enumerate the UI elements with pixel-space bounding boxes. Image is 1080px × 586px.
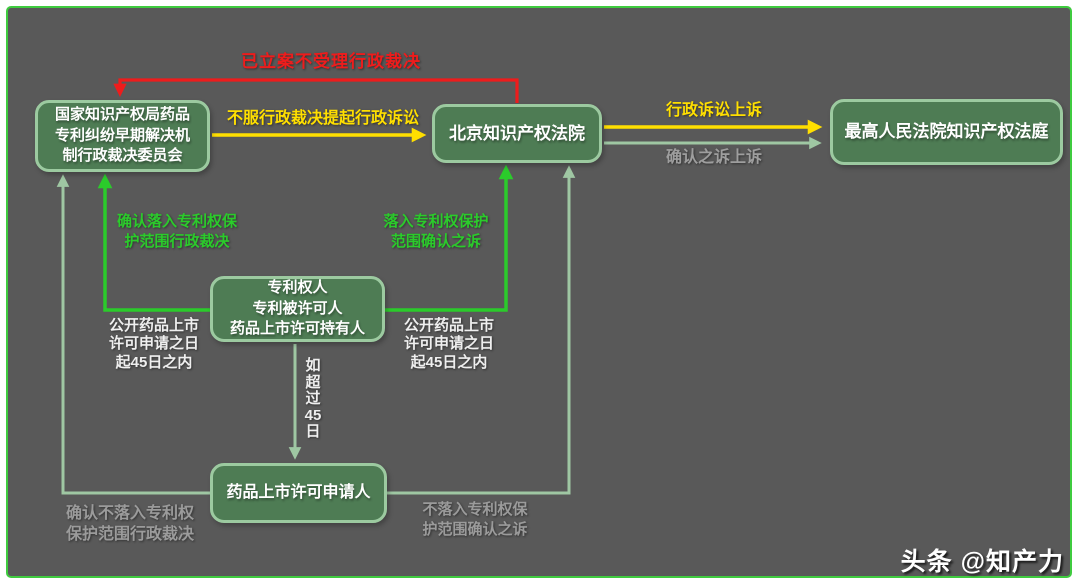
watermark-handle: @知产力 (960, 548, 1064, 576)
edge-case-filed-rejection (113, 78, 519, 103)
edge-confirm-not-in-scope-adjudication (56, 174, 210, 495)
label-not-in-scope-confirmation-suit: 不落入专利权保 护范围确认之诉 (422, 501, 528, 538)
node-beijing-ip-court: 北京知识产权法院 (432, 104, 602, 163)
watermark-brand: 头条 (900, 548, 953, 576)
label-confirmation-suit-appeal: 确认之诉上诉 (665, 149, 762, 166)
label-over-45-days: 如 超 过 45 日 (304, 357, 322, 440)
edge-confirm-in-scope-adjudication (97, 173, 210, 312)
node-committee: 国家知识产权局药品 专利纠纷早期解决机 制行政裁决委员会 (35, 100, 210, 172)
label-within-45-days-right: 公开药品上市 许可申请之日 起45日之内 (403, 317, 494, 371)
node-supreme-court-ip-tribunal: 最高人民法院知识产权法庭 (830, 99, 1063, 165)
edge-not-in-scope-confirmation-suit (387, 165, 576, 495)
node-marketing-authorization-applicant: 药品上市许可申请人 (210, 463, 387, 523)
label-within-45-days-left: 公开药品上市 许可申请之日 起45日之内 (108, 317, 199, 371)
label-confirm-in-scope-adjudication: 确认落入专利权保 护范围行政裁决 (116, 213, 237, 250)
label-admin-litigation: 不服行政裁决提起行政诉讼 (226, 110, 419, 127)
label-admin-litigation-appeal: 行政诉讼上诉 (665, 102, 762, 119)
watermark: 头条@知产力 (901, 542, 1064, 578)
label-confirm-not-in-scope-adjudication: 确认不落入专利权 保护范围行政裁决 (65, 505, 194, 543)
label-case-filed-rejection: 已立案不受理行政裁决 (241, 52, 421, 71)
edge-in-scope-confirmation-suit (385, 164, 514, 312)
node-patent-right-holders: 专利权人 专利被许可人 药品上市许可持有人 (210, 276, 385, 342)
label-in-scope-confirmation-suit: 落入专利权保护 范围确认之诉 (383, 213, 489, 250)
